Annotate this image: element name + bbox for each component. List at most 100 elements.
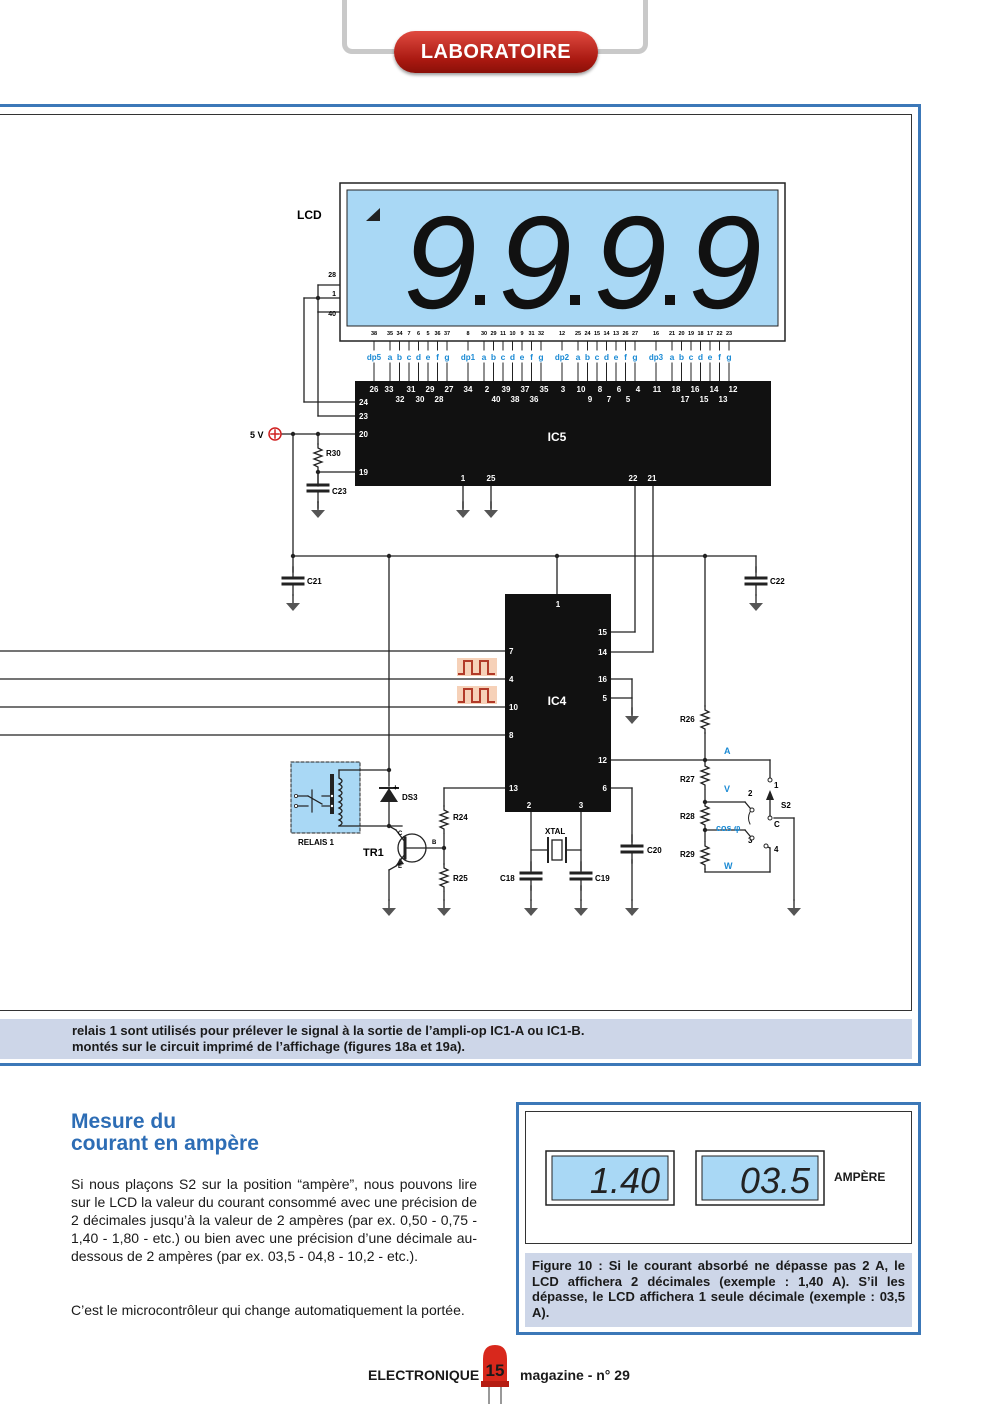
lcd-pin-number: 17 <box>707 331 713 337</box>
c18-label: C18 <box>500 874 515 883</box>
segment-label: e <box>426 352 431 362</box>
ic5-pin: 40 <box>492 395 501 404</box>
unit-label: AMPÈRE <box>834 1170 886 1184</box>
relay-box <box>290 761 361 834</box>
lcd-pin-number: 32 <box>538 331 544 337</box>
ic5-pin: 6 <box>617 385 622 394</box>
segment-label: dp3 <box>649 353 664 362</box>
ic5-pin: 37 <box>521 385 530 394</box>
display-2-value: 03.5 <box>740 1160 811 1201</box>
ic5-pin: 8 <box>598 385 603 394</box>
ic5-pin: 10 <box>577 385 586 394</box>
switch-pos-4: 4 <box>774 845 779 854</box>
ic5-chip <box>355 381 771 486</box>
title-line-1: Mesure du <box>71 1110 177 1133</box>
caption-line-2: montés sur le circuit imprimé de l’affic… <box>72 1039 466 1054</box>
tr1-pin-e: E <box>398 864 402 870</box>
segment-label: c <box>407 352 412 362</box>
ic4-label: IC4 <box>548 694 567 708</box>
lcd-pin-number: 34 <box>396 331 403 337</box>
lcd-pin-number: 38 <box>371 331 377 337</box>
lcd-screen <box>346 189 779 327</box>
segment-label: g <box>726 352 731 362</box>
ic5-pin: 31 <box>407 385 416 394</box>
ic4-pin: 3 <box>579 801 584 810</box>
segment-label: g <box>538 352 543 362</box>
ic4-pin: 2 <box>527 801 532 810</box>
segment-label: f <box>530 352 533 362</box>
ic4-pin: 1 <box>556 600 561 609</box>
lcd-pin-number: 36 <box>434 331 440 337</box>
tr1-label: TR1 <box>363 847 384 859</box>
r24-label: R24 <box>453 813 468 822</box>
ic4-pin: 12 <box>598 756 607 765</box>
ic4-pin: 7 <box>509 647 514 656</box>
ic5-pin: 18 <box>672 385 681 394</box>
ic5-pin: 26 <box>370 385 379 394</box>
header-tab-pill <box>394 31 598 73</box>
c22-label: C22 <box>770 577 785 586</box>
segment-label: dp1 <box>461 353 476 362</box>
ic5-pin: 1 <box>461 474 466 483</box>
c23-label: C23 <box>332 487 347 496</box>
title-line-2: courant en ampère <box>71 1132 259 1155</box>
lcd-pin-number: 6 <box>417 331 420 337</box>
lcd-pin-number: 9 <box>520 331 523 337</box>
figure-10-frame <box>516 1102 921 1335</box>
page-number: 15 <box>486 1361 505 1380</box>
figure-10-caption: Figure 10 : Si le courant absorbé ne dép… <box>525 1253 912 1327</box>
segment-label: e <box>708 352 713 362</box>
supply-label: 5 V <box>250 430 264 440</box>
s2-label: S2 <box>781 801 791 810</box>
segment-label: b <box>679 352 684 362</box>
ic4-pin: 5 <box>603 694 608 703</box>
switch-pos-1: 1 <box>774 781 779 790</box>
r28-label: R28 <box>680 812 695 821</box>
figure-10-panel <box>525 1111 912 1244</box>
c21-label: C21 <box>307 577 322 586</box>
ic5-pin: 7 <box>607 395 612 404</box>
ic5-pin: 34 <box>464 385 473 394</box>
segment-label: c <box>689 352 694 362</box>
ic5-pin: 4 <box>636 385 641 394</box>
ic5-pin: 11 <box>653 385 662 394</box>
r25-label: R25 <box>453 874 468 883</box>
switch-label-a: A <box>724 746 731 756</box>
lcd-pin-number: 11 <box>500 331 506 337</box>
lcd-digit: 9 <box>688 189 761 336</box>
ic5-pin: 17 <box>681 395 690 404</box>
ic5-pin: 22 <box>629 474 638 483</box>
ic5-pin: 32 <box>396 395 405 404</box>
segment-label: d <box>698 352 703 362</box>
r30-label: R30 <box>326 449 341 458</box>
lcd-pin-number: 21 <box>669 331 675 337</box>
ic5-pin: 25 <box>487 474 496 483</box>
segment-label: g <box>632 352 637 362</box>
c19-label: C19 <box>595 874 610 883</box>
ic5-pin: 16 <box>691 385 700 394</box>
lcd-pin-number: 27 <box>632 331 638 337</box>
lcd-pin-number: 29 <box>490 331 496 337</box>
tr1-pin-b: B <box>432 840 437 846</box>
lcd-pin-number: 15 <box>594 331 600 337</box>
ic5-pin: 38 <box>511 395 520 404</box>
lcd-pin-number: 8 <box>466 331 469 337</box>
lcd-side-pin: 40 <box>328 311 336 318</box>
r29-label: R29 <box>680 850 695 859</box>
segment-label: dp2 <box>555 353 570 362</box>
lcd-side-pin: 1 <box>332 291 336 298</box>
paragraph-1: Si nous plaçons S2 sur la position “ampè… <box>71 1176 477 1264</box>
segment-label: d <box>416 352 421 362</box>
section-title: Mesure du courant en ampère <box>71 1111 491 1155</box>
r26-label: R26 <box>680 715 695 724</box>
ic4-pin: 13 <box>509 784 518 793</box>
ic4-pin: 14 <box>598 648 607 657</box>
segment-label: f <box>436 352 439 362</box>
lcd-pin-number: 16 <box>653 331 659 337</box>
ic5-pin: 27 <box>445 385 454 394</box>
c20-label: C20 <box>647 846 662 855</box>
ic5-pin: 33 <box>385 385 394 394</box>
ic5-label: IC5 <box>548 430 567 444</box>
segment-label: c <box>595 352 600 362</box>
lcd-pin-number: 12 <box>559 331 565 337</box>
